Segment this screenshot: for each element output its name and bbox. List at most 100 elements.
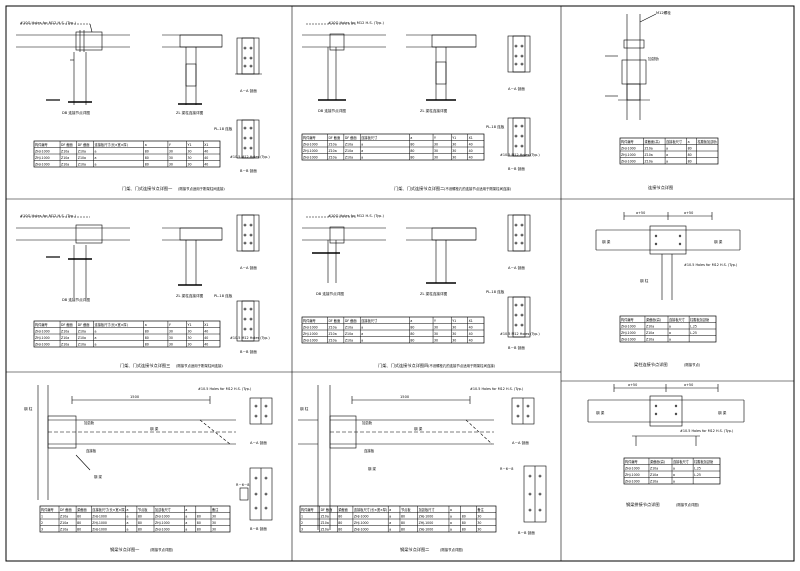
table-cell: ZHJ-1000	[303, 155, 318, 159]
panel-6: a+50 a+50 钢 梁 钢 梁 钢 柱 #10.5 Holes for M1…	[595, 211, 741, 368]
table-cell: L.25	[694, 473, 701, 477]
table-cell: 30	[212, 527, 216, 531]
label-stiffener: 加劲肋	[362, 420, 373, 425]
table-cell: a	[361, 338, 363, 342]
table-cell: Z10a	[345, 149, 353, 153]
beam-splice-detail	[595, 212, 741, 300]
table-header-cell: 连接板尺寸	[666, 139, 683, 144]
table-cell: a	[127, 514, 129, 518]
table-header-cell: 梁截面	[338, 507, 348, 512]
table-cell: 30	[188, 342, 192, 346]
table-cell: 40	[204, 149, 208, 153]
table-cell: 40	[469, 155, 473, 159]
table-header-cell: Y	[434, 319, 436, 323]
table-cell: 80	[688, 159, 692, 163]
table-cell: 30	[434, 325, 438, 329]
table-cell: ZHJ-1000	[155, 521, 170, 525]
panel-4: #10G Holes for M12 H.S. (Typ.) DB 连接节点详图…	[16, 214, 270, 369]
table-header-cell: 构件编号	[303, 318, 316, 323]
table-cell: 30	[452, 325, 456, 329]
table-header-cell: a	[145, 143, 147, 147]
table-header-cell: 梁截面(高)	[646, 317, 661, 322]
caption-sub: (刚接节点详图)	[440, 547, 464, 552]
table-cell: 40	[204, 329, 208, 333]
table-cell: Z10a	[345, 155, 353, 159]
table-header-cell: 构件编号	[303, 135, 316, 140]
table-cell: ZHJ-1000	[35, 156, 50, 160]
table-cell: 80	[145, 329, 149, 333]
table-cell: Z10a	[328, 149, 336, 153]
table-cell: 40	[469, 325, 473, 329]
sheet-border	[5, 5, 795, 562]
table-header-cell: 构件编号	[621, 317, 634, 322]
table-cell: 30	[169, 342, 173, 346]
caption-sub: (刚接节点)	[684, 362, 701, 367]
side-label: ZL 梁柱连接详图	[176, 110, 204, 115]
table-cell: 80	[401, 514, 405, 518]
table-cell: Z10a	[78, 342, 86, 346]
table-cell: a	[673, 479, 675, 483]
table-cell: a	[389, 527, 391, 531]
table-cell: 40	[469, 149, 473, 153]
table-header-cell: X1	[204, 323, 208, 327]
bolt-note: #10.5 M12 Holes (Typ.)	[230, 336, 270, 340]
table-header-cell: 构件编号	[621, 139, 634, 144]
table-header-cell: DF 截面	[78, 142, 90, 147]
table-cell: ZHJ-1000	[303, 325, 318, 329]
table-cell: 30	[188, 156, 192, 160]
table-header-cell: X1	[204, 143, 208, 147]
table-cell: a	[389, 521, 391, 525]
table-cell: Z10a	[646, 337, 654, 341]
pl-label: PL-18 连板	[486, 124, 505, 129]
table-cell: Z10a	[61, 329, 69, 333]
caption: 门架、门式连接节点详图一	[122, 185, 172, 192]
table-cell: Z10a	[345, 325, 353, 329]
table-cell: 80	[338, 527, 342, 531]
detail-label: DB 连接节点详图	[62, 110, 90, 115]
note-top: #10G Holes for M12 H.S. (Typ.)	[20, 21, 76, 25]
dim-left: a+50	[636, 211, 645, 215]
table-cell: a	[361, 325, 363, 329]
table-header-cell: 加劲板尺寸	[419, 507, 436, 512]
table-cell: a	[185, 521, 187, 525]
table-header-cell: a	[389, 508, 391, 512]
table-cell: 30	[434, 142, 438, 146]
table-cell: a	[669, 331, 671, 335]
caption-sub: (刚接节点详图)	[676, 502, 700, 507]
table-header-cell: 柱腹板加劲肋	[697, 139, 716, 144]
dim-right: a+50	[684, 211, 693, 215]
table-cell: ZHJ-1000	[625, 473, 640, 477]
side-label: ZL 梁柱连接详图	[176, 293, 204, 298]
table-cell: a	[95, 162, 97, 166]
bolt-note: #10.5 Holes for M12 H.S. (Typ.)	[684, 263, 738, 267]
table-header-cell: DF 截面	[61, 322, 73, 327]
side-detail	[162, 34, 223, 105]
section-a-label: A－A 剖面	[240, 265, 257, 270]
table-cell: a	[450, 514, 452, 518]
table-header-cell: a	[688, 140, 690, 144]
caption: 门架、门式连接节点详图三	[120, 362, 170, 369]
section-b-label: B－B 剖面	[250, 526, 267, 531]
table-header-cell: 构件编号	[625, 459, 638, 464]
table-header-cell: 构件编号	[301, 507, 314, 512]
pl-label: R－6－8	[236, 483, 249, 487]
detail-label: DB 连接节点详图	[62, 297, 90, 302]
table-cell: Z10a	[321, 514, 329, 518]
table-cell: Z10a	[650, 466, 658, 470]
table-cell: ZHJ-1000	[303, 332, 318, 336]
table-header-cell: 备注	[212, 507, 219, 512]
beam-label-left: 钢 梁	[602, 239, 611, 244]
section-b-label: B－B 剖面	[240, 349, 257, 354]
table-cell: ZHJ-1000	[92, 527, 107, 531]
table-cell: Z10a	[328, 142, 336, 146]
note-top: #10G Holes for M12 H.S. (Typ.)	[20, 214, 76, 218]
side-label: ZL 梁柱连接详图	[420, 291, 448, 296]
table-cell: ZHJ-1000	[621, 159, 636, 163]
pl-label: R－6－8	[500, 467, 513, 471]
side-detail	[162, 227, 223, 286]
table-cell: a	[389, 514, 391, 518]
table-cell: ZHJ-1000	[621, 331, 636, 335]
